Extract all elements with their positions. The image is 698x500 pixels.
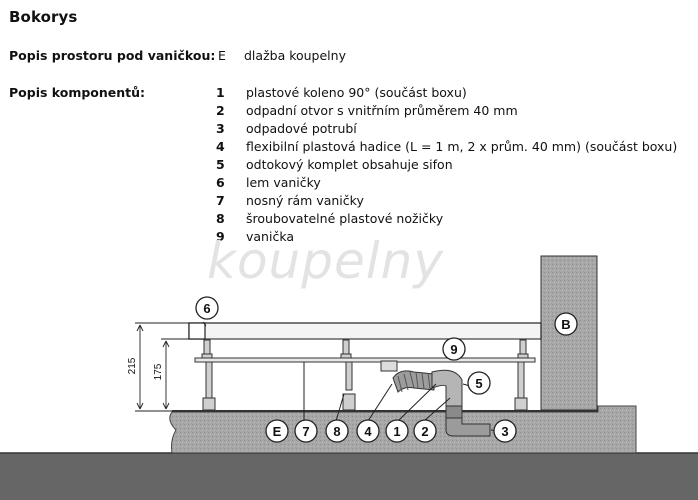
components-label: Popis komponentů: <box>9 85 146 100</box>
svg-text:6: 6 <box>203 301 210 316</box>
svg-text:2: 2 <box>421 424 428 439</box>
callout-8: 8 <box>325 419 349 443</box>
svg-text:7: 7 <box>302 424 309 439</box>
svg-text:5: 5 <box>475 376 482 391</box>
svg-text:9: 9 <box>450 342 457 357</box>
svg-text:4: 4 <box>364 424 372 439</box>
svg-text:E: E <box>273 424 282 439</box>
dimension-175: 175 <box>153 363 164 380</box>
callout-5: 5 <box>467 371 491 395</box>
callout-6: 6 <box>195 296 219 320</box>
space-row-text: dlažba koupelny <box>244 48 346 63</box>
svg-text:B: B <box>561 317 570 332</box>
dimension-215: 215 <box>127 357 138 374</box>
tray-rim <box>188 322 206 340</box>
space-row-code: E <box>218 48 226 63</box>
callout-7: 7 <box>294 419 318 443</box>
svg-text:8: 8 <box>333 424 340 439</box>
dimension-lines <box>135 322 190 412</box>
tray-body <box>188 322 542 340</box>
callout-3: 3 <box>493 419 517 443</box>
watermark: koupelny <box>207 232 444 290</box>
space-row-label: Popis prostoru pod vaničkou: <box>9 48 216 63</box>
drain-assembly <box>380 360 491 437</box>
tray-frame <box>194 357 536 363</box>
svg-text:3: 3 <box>501 424 508 439</box>
callout-2: 2 <box>413 419 437 443</box>
section-heading: Bokorys <box>9 8 78 26</box>
callout-1: 1 <box>385 419 409 443</box>
subfloor <box>0 453 698 500</box>
callout-9: 9 <box>442 337 466 361</box>
tray-legs <box>201 339 529 411</box>
callout-4: 4 <box>356 419 380 443</box>
wall <box>540 255 598 411</box>
svg-text:1: 1 <box>393 424 400 439</box>
callout-E: E <box>265 419 289 443</box>
callout-B: B <box>554 312 578 336</box>
